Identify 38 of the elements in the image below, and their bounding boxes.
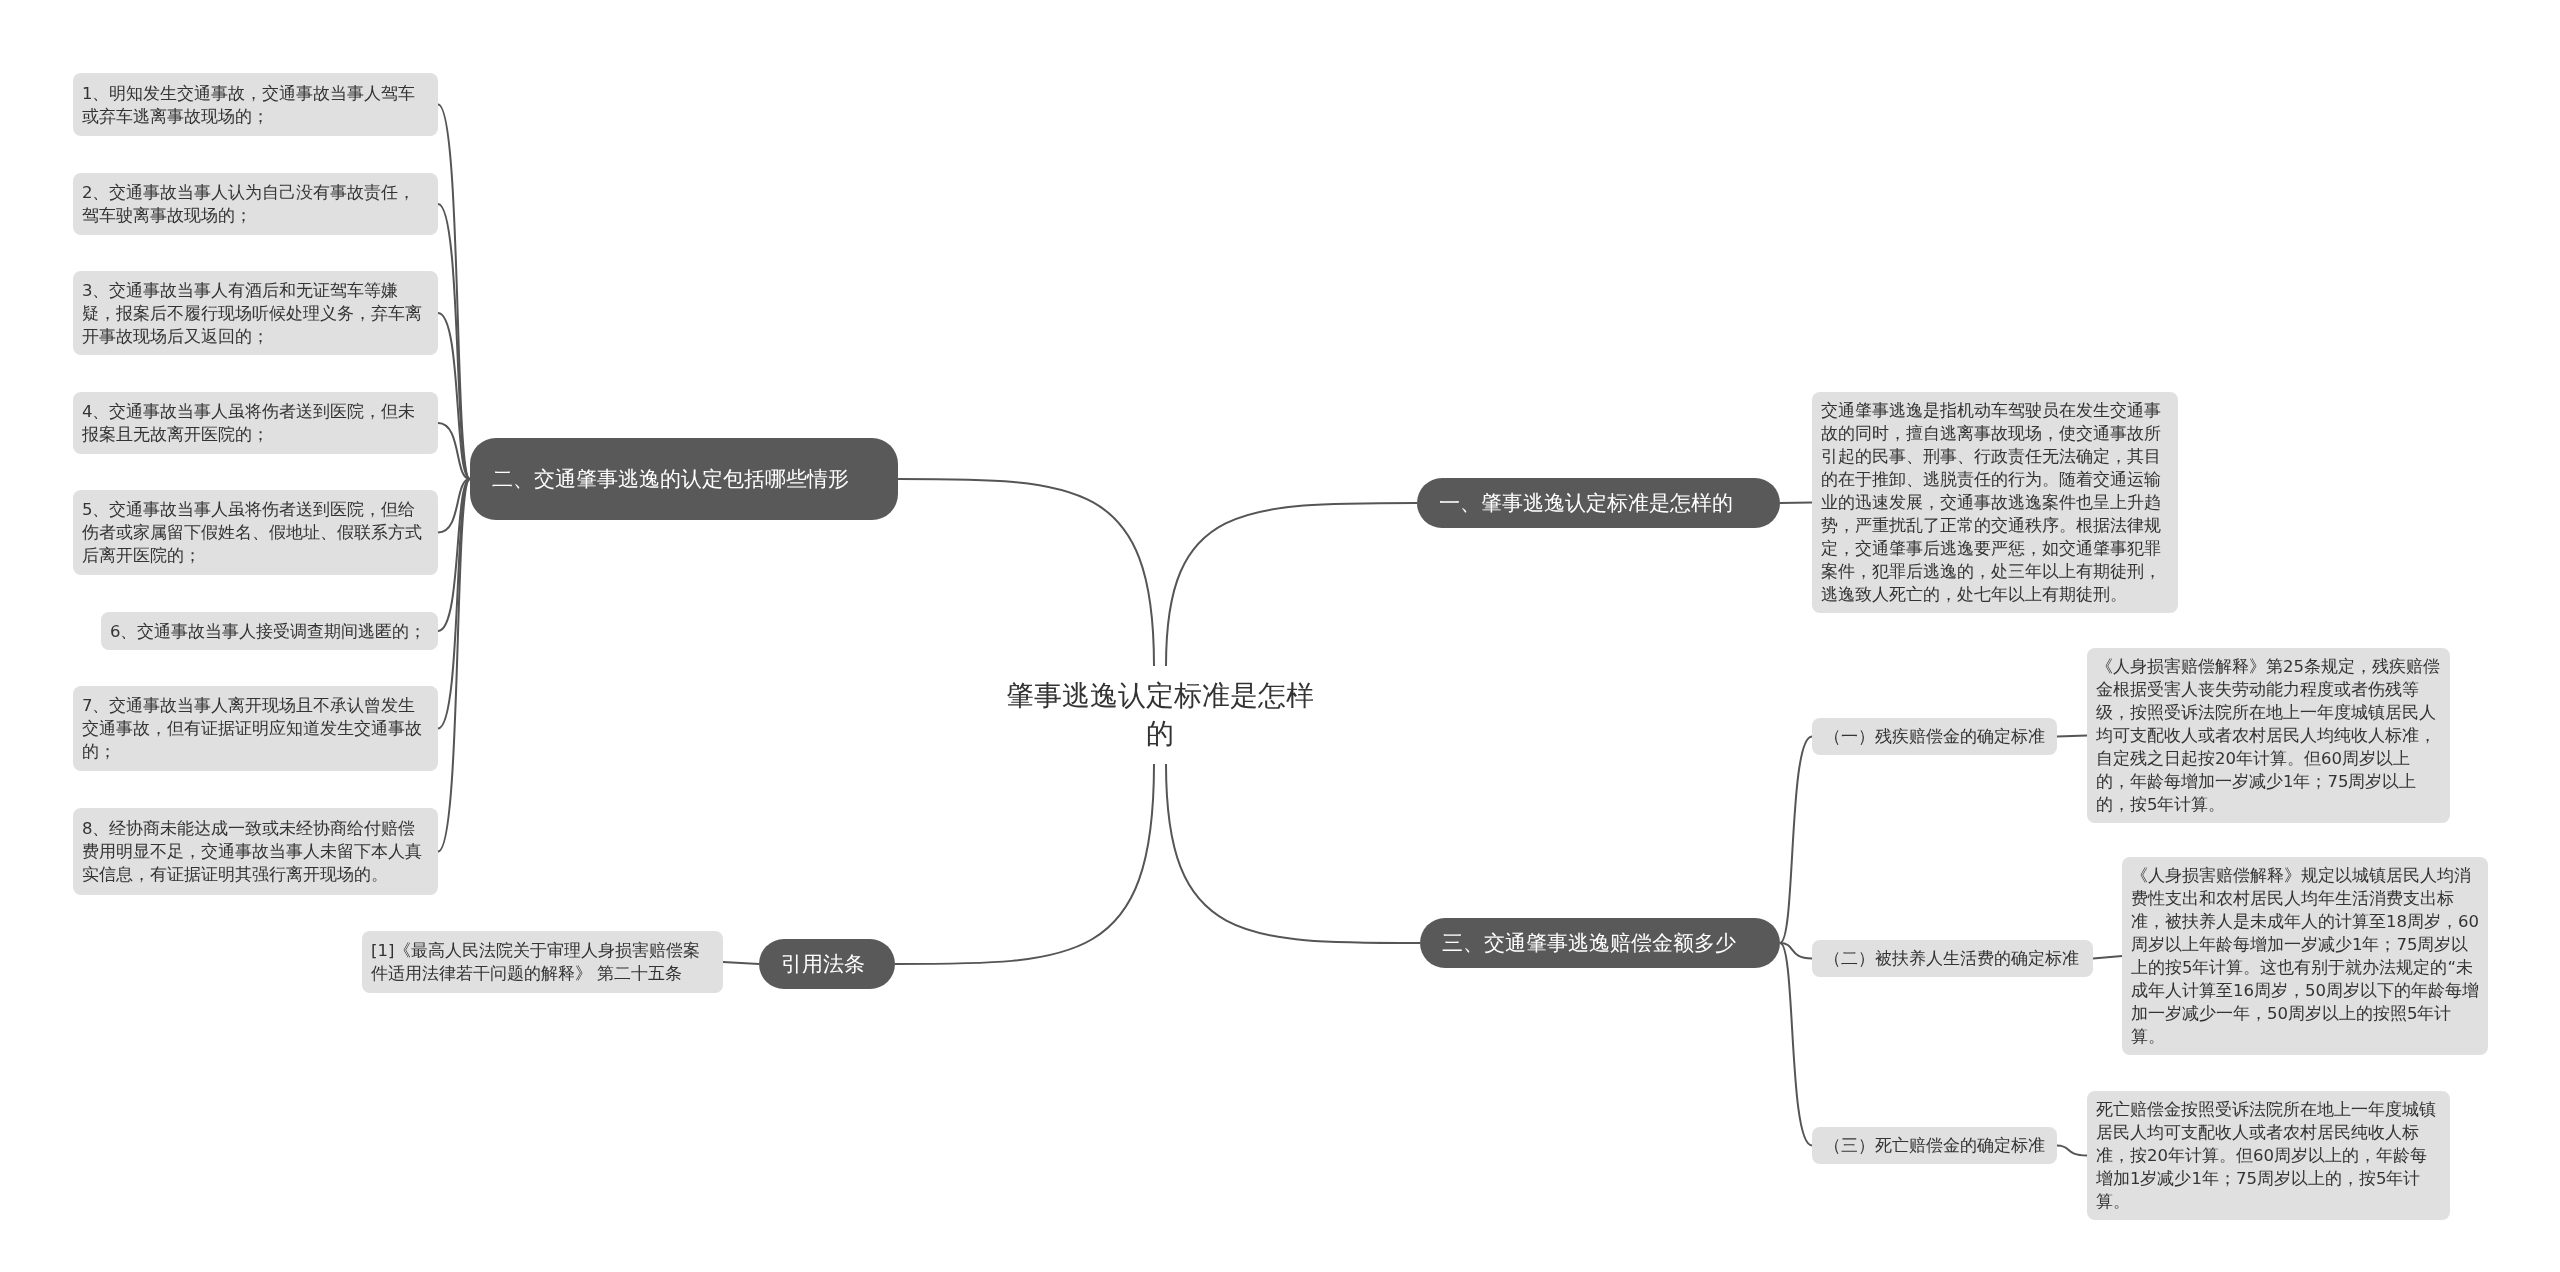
branch-topic: 引用法条 xyxy=(759,939,895,989)
text-card: 6、交通事故当事人接受调查期间逃匿的； xyxy=(101,612,438,650)
subtopic-label: （一）残疾赔偿金的确定标准 xyxy=(1812,718,2057,755)
subtopic-label: （二）被扶养人生活费的确定标准 xyxy=(1812,940,2093,977)
connector-line xyxy=(2092,955,2123,960)
text-card: 交通肇事逃逸是指机动车驾驶员在发生交通事故的同时，擅自逃离事故现场，使交通事故所引起的民事、刑事、行政责任无法确定，其目的在于推卸、逃脱责任的行为。随着交通运输业的迅速发展，交通事故逃逸案件也呈上升趋势，严重扰乱了正常的交通秩序。根据法律规定，交通肇事后逃逸要严惩，如交通肇事犯罪案件，犯罪后逃逸的，处三年以上有期徒刑，逃逸致人死亡的，处七年以上有期徒刑。 xyxy=(1812,392,2178,613)
connector-line xyxy=(437,478,471,730)
branch-topic: 二、交通肇事逃逸的认定包括哪些情形 xyxy=(470,438,898,520)
text-card: 1、明知发生交通事故，交通事故当事人驾车或弃车逃离事故现场的； xyxy=(73,73,438,136)
connector-line xyxy=(437,478,471,853)
text-card: 5、交通事故当事人虽将伤者送到医院，但给伤者或家属留下假姓名、假地址、假联系方式后离开医院的； xyxy=(73,490,438,575)
connector-line xyxy=(1779,942,1813,960)
branch-topic: 三、交通肇事逃逸赔偿金额多少 xyxy=(1420,918,1780,968)
connector-line xyxy=(437,422,471,480)
connector-line xyxy=(1165,763,1421,944)
text-card: 4、交通事故当事人虽将伤者送到医院，但未报案且无故离开医院的； xyxy=(73,392,438,454)
connector-line xyxy=(2056,734,2088,738)
connector-line xyxy=(897,478,1155,667)
connector-line xyxy=(1779,735,1813,944)
text-card: 7、交通事故当事人离开现场且不承认曾发生交通事故，但有证据证明应知道发生交通事故的； xyxy=(73,686,438,771)
branch-topic: 一、肇事逃逸认定标准是怎样的 xyxy=(1417,478,1780,528)
connector-line xyxy=(437,478,471,534)
connector-line xyxy=(1165,502,1418,667)
text-card: [1]《最高人民法院关于审理人身损害赔偿案件适用法律若干问题的解释》 第二十五条 xyxy=(362,931,723,993)
text-card: 死亡赔偿金按照受诉法院所在地上一年度城镇居民人均可支配收人或者农村居民纯收人标准，按20年计算。但60周岁以上的，年龄每增加1岁减少1年；75周岁以上的，按5年计算。 xyxy=(2087,1091,2450,1220)
text-card: 2、交通事故当事人认为自己没有事故责任，驾车驶离事故现场的； xyxy=(73,173,438,235)
connector-line xyxy=(2056,1144,2088,1157)
connector-line xyxy=(894,763,1155,965)
subtopic-label: （三）死亡赔偿金的确定标准 xyxy=(1812,1127,2057,1164)
connector-line xyxy=(437,103,471,480)
text-card: 《人身损害赔偿解释》第25条规定，残疾赔偿金根据受害人丧失劳动能力程度或者伤残等级，按照受诉法院所在地上一年度城镇居民人均可支配收人或者农村居民人均纯收人标准，自定残之日起按20年计算。但60周岁以上的，年龄每增加一岁减少1年；75周岁以上的，按5年计算。 xyxy=(2087,648,2450,823)
text-card: 《人身损害赔偿解释》规定以城镇居民人均消费性支出和农村居民人均年生活消费支出标准，被扶养人是未成年人的计算至18周岁，60周岁以上年龄每增加一岁减少1年；75周岁以上的按5年计算。这也有别于就办法规定的“未成年人计算至16周岁，50周岁以下的年龄每增加一岁减少一年，50周岁以上的按照5年计算。 xyxy=(2122,857,2488,1055)
connector-line xyxy=(1779,501,1813,504)
central-topic: 肇事逃逸认定标准是怎样的 xyxy=(995,670,1325,760)
text-card: 3、交通事故当事人有酒后和无证驾车等嫌疑，报案后不履行现场听候处理义务，弃车离开事故现场后又返回的； xyxy=(73,271,438,355)
connector-line xyxy=(722,961,760,965)
connector-line xyxy=(1779,942,1813,1147)
text-card: 8、经协商未能达成一致或未经协商给付赔偿费用明显不足，交通事故当事人未留下本人真实信息，有证据证明其强行离开现场的。 xyxy=(73,808,438,895)
